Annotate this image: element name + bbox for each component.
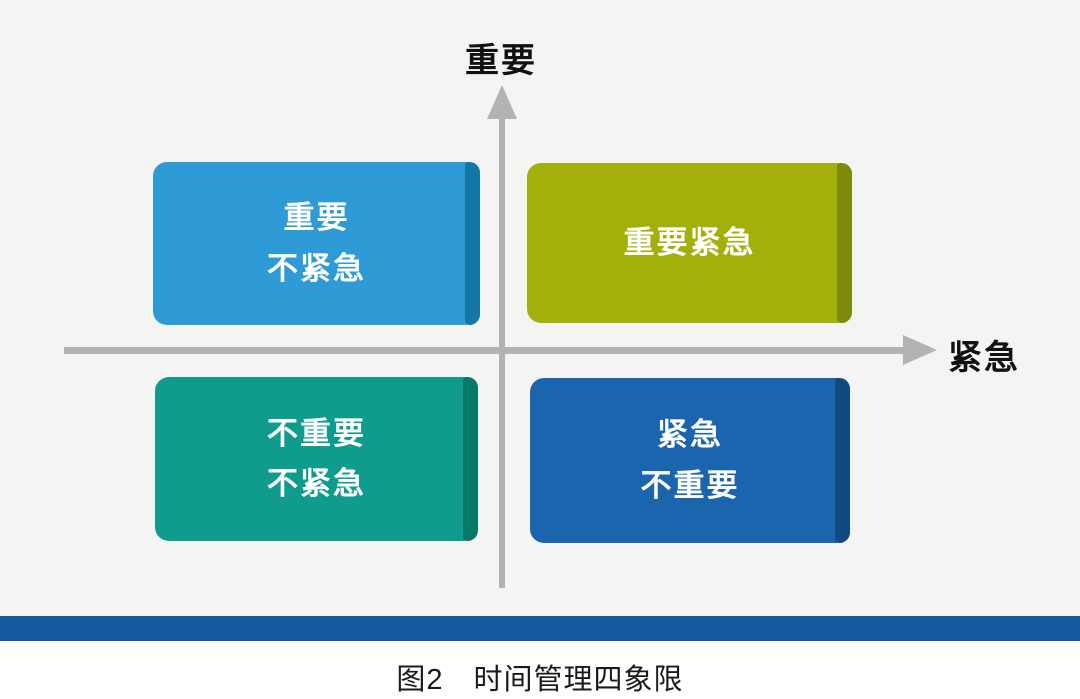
y-axis-label: 重要 bbox=[465, 42, 537, 80]
horizontal-axis-line bbox=[64, 347, 908, 354]
right-arrowhead-icon bbox=[903, 335, 937, 365]
quadrant-diagram: 重要 紧急 重要 不紧急 重要紧急 不重要 不紧急 紧急 不重要 bbox=[0, 0, 1080, 616]
quadrant-label-line: 不重要 bbox=[640, 467, 740, 503]
quadrant-urgent-not-important: 紧急 不重要 bbox=[530, 378, 850, 543]
quadrant-important-urgent: 重要紧急 bbox=[527, 163, 852, 323]
figure-caption: 图2 时间管理四象限 bbox=[396, 664, 684, 696]
quadrant-label-line: 紧急 bbox=[657, 417, 723, 453]
quadrant-label-line: 不重要 bbox=[267, 415, 366, 451]
quadrant-label-line: 不紧急 bbox=[267, 466, 366, 501]
quadrant-label-line: 重要紧急 bbox=[623, 224, 756, 260]
divider-bar bbox=[0, 616, 1080, 641]
quadrant-important-not-urgent: 重要 不紧急 bbox=[153, 162, 480, 325]
up-arrowhead-icon bbox=[487, 85, 517, 119]
quadrant-label-line: 不紧急 bbox=[267, 250, 366, 286]
x-axis-label: 紧急 bbox=[948, 339, 1020, 377]
quadrant-label-line: 重要 bbox=[283, 200, 350, 236]
quadrant-not-important-not-urgent: 不重要 不紧急 bbox=[155, 377, 478, 541]
